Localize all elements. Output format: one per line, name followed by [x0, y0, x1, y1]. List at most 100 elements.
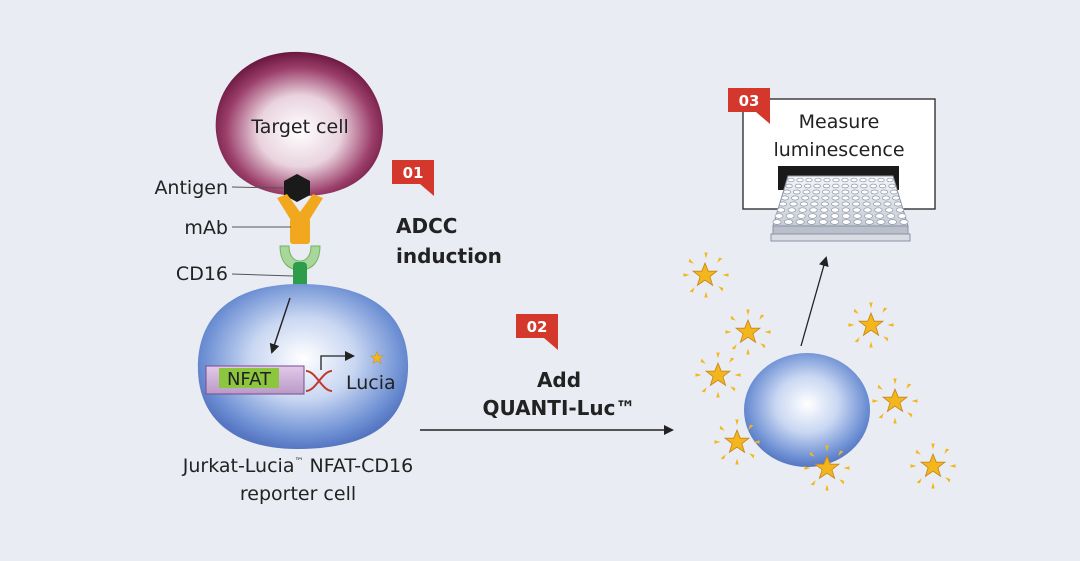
plate-well: [890, 189, 898, 195]
plate-well: [870, 189, 879, 195]
plate-well: [820, 201, 829, 207]
plate-well: [787, 207, 796, 213]
plate-well: [862, 201, 871, 207]
plate-well: [841, 207, 851, 213]
plate-well: [841, 177, 849, 183]
step-03-badge: 03: [728, 88, 770, 124]
plate-well: [795, 219, 805, 225]
target-cell: [215, 51, 383, 196]
svg-text:02: 02: [527, 318, 548, 336]
plate-well: [784, 219, 793, 225]
plate-well: [809, 207, 818, 213]
plate-well: [841, 189, 850, 195]
plate-well: [821, 195, 830, 201]
plate-well: [841, 219, 851, 225]
star-7: [872, 378, 918, 424]
cd16-receptor: [279, 245, 321, 271]
plate-well: [820, 207, 829, 213]
plate-well: [794, 183, 803, 189]
plate-well: [886, 213, 896, 219]
plate-well: [830, 213, 840, 219]
plate-well: [798, 207, 807, 213]
plate-well: [807, 219, 817, 225]
plate-well: [776, 207, 786, 213]
plate-well: [888, 183, 896, 189]
plate-well: [812, 189, 821, 195]
plate-well: [831, 189, 840, 195]
step-03-label-line2: luminescence: [773, 139, 904, 161]
target-cell-label: Target cell: [250, 116, 349, 138]
plate-well: [805, 177, 813, 183]
plate-well: [804, 183, 812, 189]
step-02-badge: 02: [516, 314, 558, 350]
plate-well: [818, 219, 828, 225]
reporter-cell-label-line1: Jurkat-Lucia™ NFAT-CD16: [182, 455, 414, 477]
svg-text:03: 03: [739, 92, 760, 110]
plate-well: [863, 207, 872, 213]
plate-well: [850, 177, 858, 183]
plate-well: [841, 213, 851, 219]
plate-well: [877, 177, 885, 183]
plate-well: [783, 189, 791, 195]
plate-well: [841, 201, 850, 207]
star-2: [725, 309, 771, 355]
dna-helix: [305, 370, 333, 392]
plate-well: [850, 183, 859, 189]
plate-well: [792, 189, 801, 195]
step-01-label-line2: induction: [396, 244, 502, 268]
plate-well: [802, 189, 811, 195]
plate-well: [869, 183, 877, 189]
plate-well: [789, 201, 798, 207]
plate-well: [785, 213, 795, 219]
star-3: [695, 352, 741, 398]
plate-well: [831, 195, 840, 201]
star-1: [683, 252, 729, 298]
reporter-cell-label-line2: reporter cell: [240, 483, 356, 505]
antigen-label: Antigen: [154, 177, 228, 199]
plate-well: [841, 183, 849, 189]
plate-well: [852, 207, 861, 213]
plate-well: [785, 183, 793, 189]
svg-text:01: 01: [403, 164, 424, 182]
plate-well: [899, 219, 909, 225]
transcription-arrow: [320, 351, 355, 370]
plate-well: [830, 207, 840, 213]
plate-well: [853, 219, 863, 225]
plate-well: [897, 213, 907, 219]
plate-well: [893, 201, 903, 207]
measure-arrow: [800, 256, 829, 347]
plate-well: [810, 201, 819, 207]
plate-well: [852, 201, 861, 207]
plate-well: [811, 195, 820, 201]
plate-well: [819, 213, 829, 219]
plate-well: [852, 213, 862, 219]
lucia-secreting-cell: [744, 353, 870, 467]
plate-well: [778, 201, 788, 207]
plate-well: [880, 189, 889, 195]
plate-well: [874, 207, 883, 213]
signal-arrow: [269, 297, 291, 354]
plate-well: [859, 177, 867, 183]
plate-well: [861, 195, 870, 201]
plate-well: [791, 195, 800, 201]
plate-well: [796, 177, 804, 183]
plate-well: [886, 177, 894, 183]
plate-well: [772, 219, 782, 225]
plate-well: [860, 189, 869, 195]
plate-well: [841, 195, 850, 201]
cd16-leader-line: [231, 273, 294, 277]
plate-well: [873, 201, 882, 207]
cd16-label: CD16: [176, 263, 228, 285]
star-8: [910, 443, 956, 489]
plate-well: [830, 219, 840, 225]
antibody-shape: [277, 194, 323, 244]
plate-well: [774, 213, 784, 219]
plate-well: [864, 219, 874, 225]
step-02-label-line2: QUANTI-Luc™: [482, 396, 635, 420]
microplate-icon: [770, 175, 911, 242]
nfat-construct: NFAT Lucia: [205, 351, 396, 395]
plate-well: [822, 183, 831, 189]
nfat-box: [219, 368, 279, 388]
